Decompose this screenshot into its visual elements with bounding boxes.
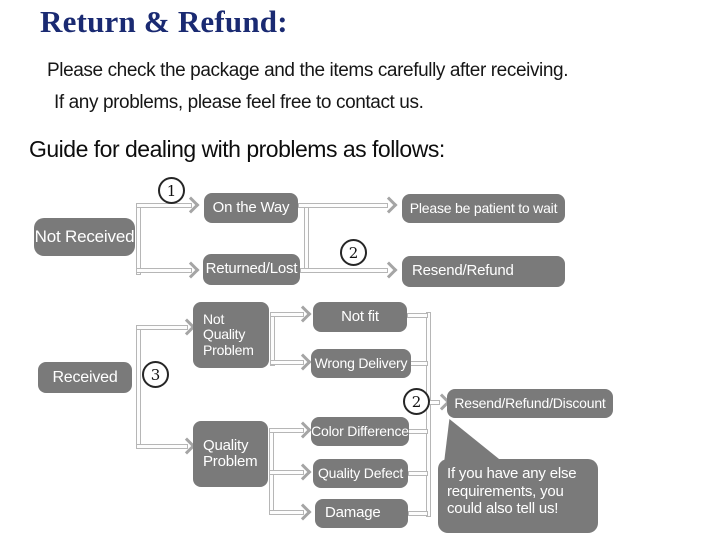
node-quality-defect: Quality Defect	[313, 459, 408, 488]
note-bubble: If you have any else requirements, you c…	[438, 459, 598, 533]
connector-line	[269, 428, 304, 433]
step-marker-2b: 2	[403, 388, 430, 415]
step-marker-2: 2	[340, 239, 367, 266]
connector-line	[136, 325, 141, 449]
arrowhead-icon	[380, 261, 398, 279]
connector-line	[136, 203, 192, 208]
connector-line	[136, 203, 141, 275]
node-not-quality-problem: Not Quality Problem	[193, 302, 269, 368]
speech-bubble-tail	[444, 419, 504, 463]
node-wrong-delivery: Wrong Delivery	[311, 349, 411, 378]
connector-line	[304, 203, 309, 273]
arrowhead-icon	[294, 503, 312, 521]
connector-line	[408, 429, 428, 434]
connector-line	[269, 510, 304, 515]
intro-line-2: If any problems, please feel free to con…	[54, 92, 424, 113]
arrowhead-icon	[380, 196, 398, 214]
connector-line	[136, 325, 188, 330]
arrowhead-icon	[294, 353, 312, 371]
connector-line	[408, 471, 428, 476]
node-returned-lost: Returned/Lost	[203, 254, 300, 285]
node-damage: Damage	[315, 499, 408, 528]
connector-line	[270, 312, 275, 366]
page-title: Return & Refund:	[40, 4, 288, 39]
connector-line	[408, 511, 428, 516]
arrowhead-icon	[294, 305, 312, 323]
node-received: Received	[38, 362, 132, 393]
guide-heading: Guide for dealing with problems as follo…	[29, 136, 445, 162]
connector-line	[136, 444, 188, 449]
intro-line-1: Please check the package and the items c…	[47, 60, 569, 81]
connector-line	[426, 312, 431, 517]
connector-line	[270, 312, 304, 317]
connector-line	[269, 470, 304, 475]
node-on-the-way: On the Way	[204, 193, 298, 223]
arrowhead-icon	[294, 421, 312, 439]
connector-line	[270, 360, 304, 365]
node-resend-refund: Resend/Refund	[402, 256, 565, 287]
connector-line	[407, 313, 428, 318]
node-color-difference: Color Difference	[311, 417, 409, 446]
node-quality-problem: Quality Problem	[193, 421, 268, 487]
step-marker-3: 3	[142, 361, 169, 388]
arrowhead-icon	[182, 261, 200, 279]
node-please-be-patient: Please be patient to wait	[402, 194, 565, 223]
step-marker-1: 1	[158, 177, 185, 204]
arrowhead-icon	[294, 463, 312, 481]
node-not-fit: Not fit	[313, 302, 407, 332]
node-resend-refund-discount: Resend/Refund/Discount	[447, 389, 613, 418]
node-not-received: Not Received	[34, 218, 135, 256]
connector-line	[300, 268, 388, 273]
connector-line	[136, 268, 192, 273]
connector-line	[410, 361, 428, 366]
arrowhead-icon	[182, 196, 200, 214]
connector-line	[298, 203, 388, 208]
